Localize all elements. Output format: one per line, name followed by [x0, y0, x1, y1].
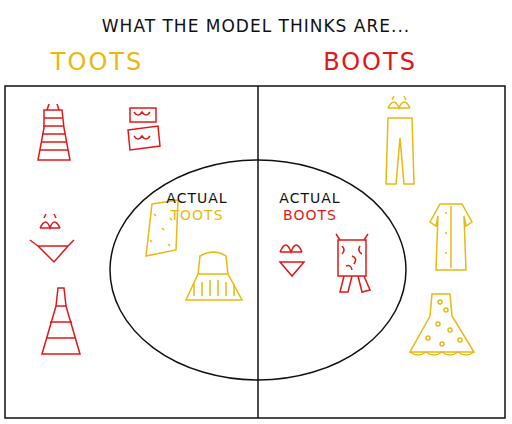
yellow-clothes: [146, 96, 474, 355]
label-wrap: ACTUALTOOTS: [157, 190, 237, 224]
red-clothes: [30, 104, 370, 354]
region-half: BOOTSACTUALBOOTS: [258, 48, 505, 418]
region-half: TOOTSACTUALTOOTS: [5, 48, 258, 418]
region-label: BOOTS: [270, 207, 350, 224]
heading-wrap: TOOTS: [37, 48, 157, 76]
region-label: TOOTS: [157, 207, 237, 224]
ellipse-half: ACTUALBOOTS: [258, 160, 406, 380]
heading-wrap: BOOTS: [310, 48, 430, 76]
frame: [5, 86, 505, 418]
region-label: ACTUAL: [270, 190, 350, 207]
region-label: ACTUAL: [157, 190, 237, 207]
region-heading: TOOTS: [51, 48, 143, 76]
diagram-title: WHAT THE MODEL THINKS ARE...: [0, 16, 512, 36]
label-wrap: ACTUALBOOTS: [270, 190, 350, 224]
region-heading: BOOTS: [323, 48, 417, 76]
ellipse-half: ACTUALTOOTS: [110, 160, 258, 380]
